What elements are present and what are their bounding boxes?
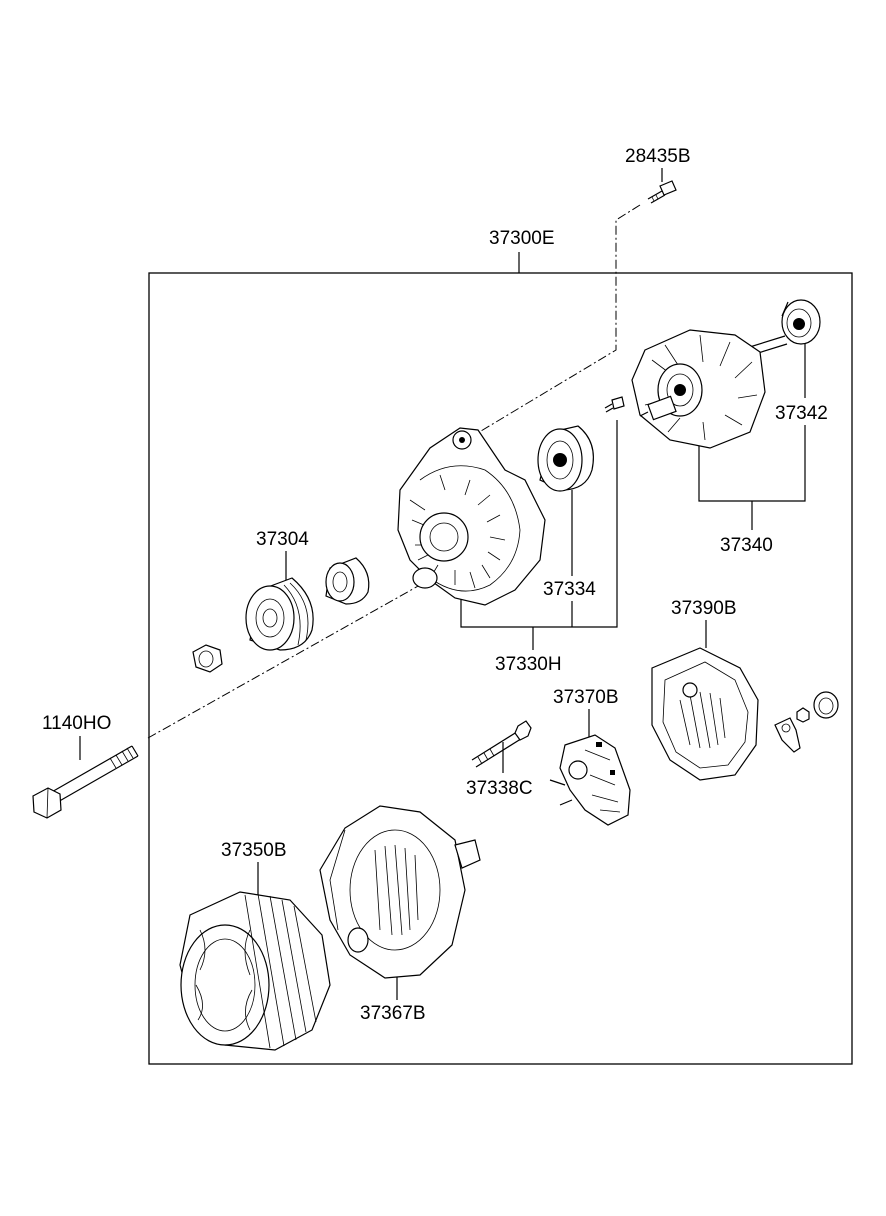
label-37342: 37342 xyxy=(775,403,828,424)
axis-through-bolt-28435B xyxy=(475,204,641,435)
label-28435B: 28435B xyxy=(625,146,691,167)
part-37334-bearing xyxy=(537,425,594,492)
label-37350B: 37350B xyxy=(221,840,287,861)
label-37340: 37340 xyxy=(720,535,773,556)
label-37300E: 37300E xyxy=(489,228,555,249)
part-screw-37330H xyxy=(604,396,625,413)
part-37340-rotor xyxy=(631,329,788,449)
label-37390B: 37390B xyxy=(671,598,737,619)
part-pulley-nut xyxy=(192,644,223,673)
part-28435B-bolt xyxy=(647,180,677,204)
axis-main-shaft xyxy=(147,584,421,739)
part-37330H-front-housing xyxy=(397,427,546,606)
part-37367B-rear-housing xyxy=(319,805,481,979)
part-terminal-stud xyxy=(774,717,801,753)
label-37367B: 37367B xyxy=(360,1003,426,1024)
label-37338C: 37338C xyxy=(466,778,533,799)
label-37370B: 37370B xyxy=(553,687,619,708)
part-37304-pulley xyxy=(245,577,314,651)
part-37370B-regulator xyxy=(549,734,631,826)
assembly-frame xyxy=(148,272,853,1065)
part-terminal-nut xyxy=(796,707,810,723)
label-37330H: 37330H xyxy=(495,654,562,675)
part-spacer-collar xyxy=(325,557,370,605)
leader-37330H xyxy=(460,420,618,628)
part-37342-bearing xyxy=(781,299,821,345)
part-37350B-stator xyxy=(179,891,331,1051)
part-37338C-screw xyxy=(471,720,532,768)
label-37334: 37334 xyxy=(543,579,596,600)
part-terminal-cap xyxy=(813,691,839,719)
label-1140HO: 1140HO xyxy=(42,713,111,734)
label-37304: 37304 xyxy=(256,529,309,550)
part-1140HO-bolt xyxy=(32,745,139,819)
part-37390B-rear-cover xyxy=(651,647,759,781)
